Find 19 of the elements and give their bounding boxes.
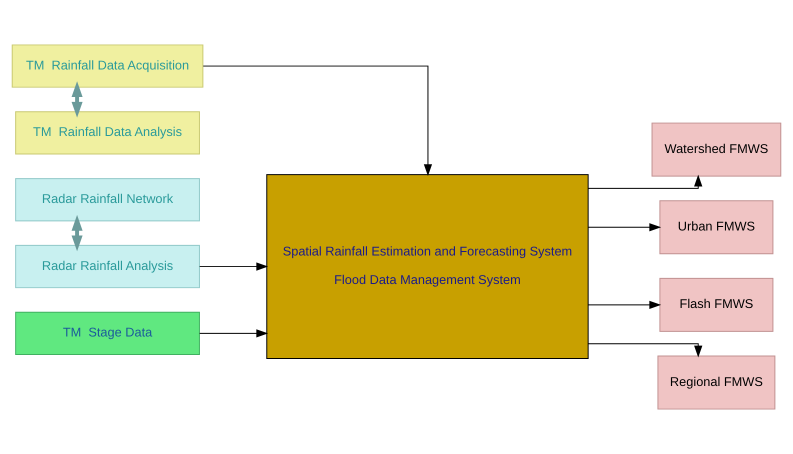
arrow [72,81,83,118]
node-box: Watershed FMWS [652,122,782,177]
node-box: TM Rainfall Data Acquisition [12,44,204,88]
arrow [588,300,662,310]
arrow [588,223,662,232]
arrow [588,174,702,189]
node-box: Radar Rainfall Network [15,178,200,222]
arrow [199,262,268,271]
arrow [588,343,702,358]
node-box: TM Rainfall Data Analysis [15,111,200,155]
node-box: Spatial Rainfall Estimation and Forecasting System Flood Data Management System [266,174,589,359]
arrow [202,66,432,176]
node-box: TM Stage Data [15,312,200,356]
node-box: Radar Rainfall Analysis [15,244,200,288]
node-box: Regional FMWS [657,356,776,410]
arrow [72,214,83,252]
node-box: Flash FMWS [659,278,774,332]
node-box: Urban FMWS [659,200,774,254]
arrow [199,329,268,338]
